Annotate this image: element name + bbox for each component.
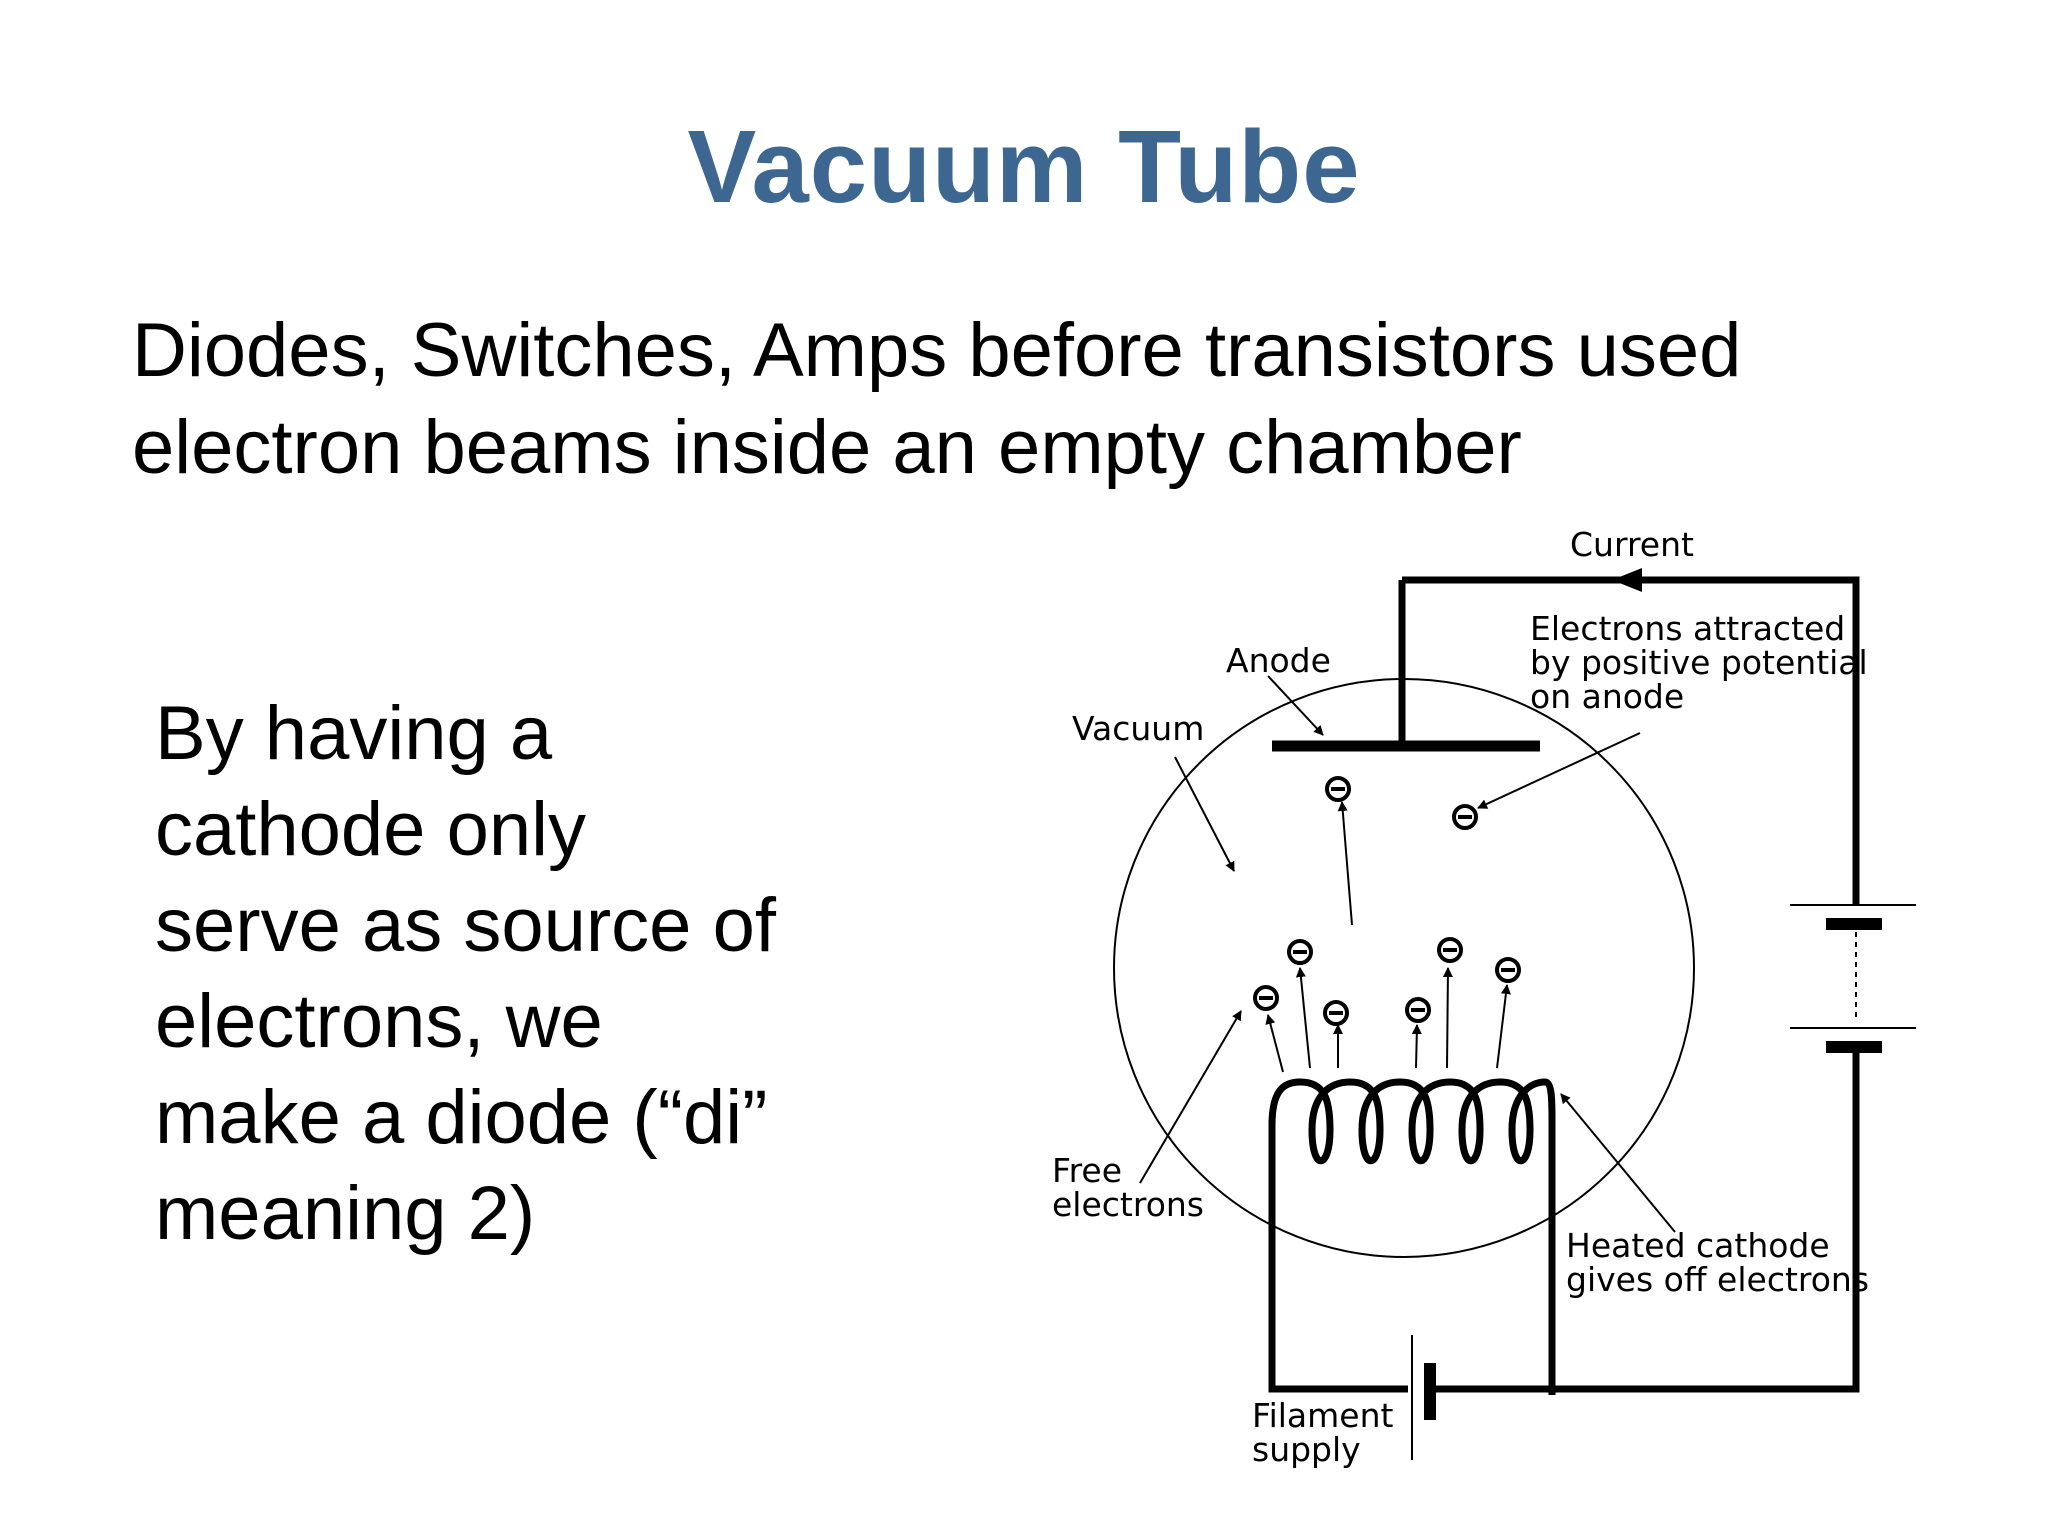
circuit-wire-top [1402,576,1860,905]
slide-title: Vacuum Tube [687,109,1361,224]
intro-text: Diodes, Switches, Amps before transistor… [132,302,1741,496]
tube-envelope [1113,678,1695,1258]
electron-icon [1253,985,1279,1011]
side-line-3: serve as source of [155,883,776,968]
attracted-label-line-3: on anode [1530,677,1684,716]
intro-line-1: Diodes, Switches, Amps before transistor… [132,308,1742,393]
electron-paths [1265,801,1511,1073]
electron-icon [1405,997,1431,1023]
side-line-4: electrons, we [155,979,603,1064]
free-label-line-1: Free [1052,1151,1122,1190]
filament-label-line-1: Filament [1252,1396,1394,1435]
attracted-label-line-2: by positive potential [1530,643,1868,682]
intro-line-2: electron beams inside an empty chamber [132,405,1522,490]
filament-label-line-2: supply [1252,1430,1361,1469]
free-label-line-2: electrons [1052,1185,1204,1224]
vacuum-label: Vacuum [1072,709,1204,748]
attracted-label-line-1: Electrons attracted [1530,609,1845,648]
side-line-5: make a diode (“di” [155,1075,768,1160]
battery-icon [1790,904,1916,1053]
anode-label: Anode [1226,641,1331,680]
circuit-wire-right [1430,1048,1860,1393]
side-line-2: cathode only [155,787,586,872]
electron-icon [1437,937,1463,963]
electron-icon [1323,1000,1349,1026]
current-label: Current [1570,525,1694,564]
current-arrow-icon [1612,568,1642,592]
electron-icon [1287,939,1313,965]
electrons [1253,776,1521,1026]
heated-label-line-1: Heated cathode [1566,1226,1830,1265]
side-line-6: meaning 2) [155,1171,536,1256]
cathode-coil-icon [1268,1078,1556,1165]
electron-icon [1495,957,1521,983]
heated-label-line-2: gives off electrons [1566,1260,1869,1299]
filament-supply-icon [1411,1335,1436,1460]
side-line-1: By having a [155,691,553,776]
callout-lines [1139,675,1676,1233]
electron-icon [1452,804,1478,830]
electron-icon [1325,776,1351,802]
filament-lead-left [1268,1120,1408,1393]
side-text: By having a cathode only serve as source… [155,686,776,1262]
